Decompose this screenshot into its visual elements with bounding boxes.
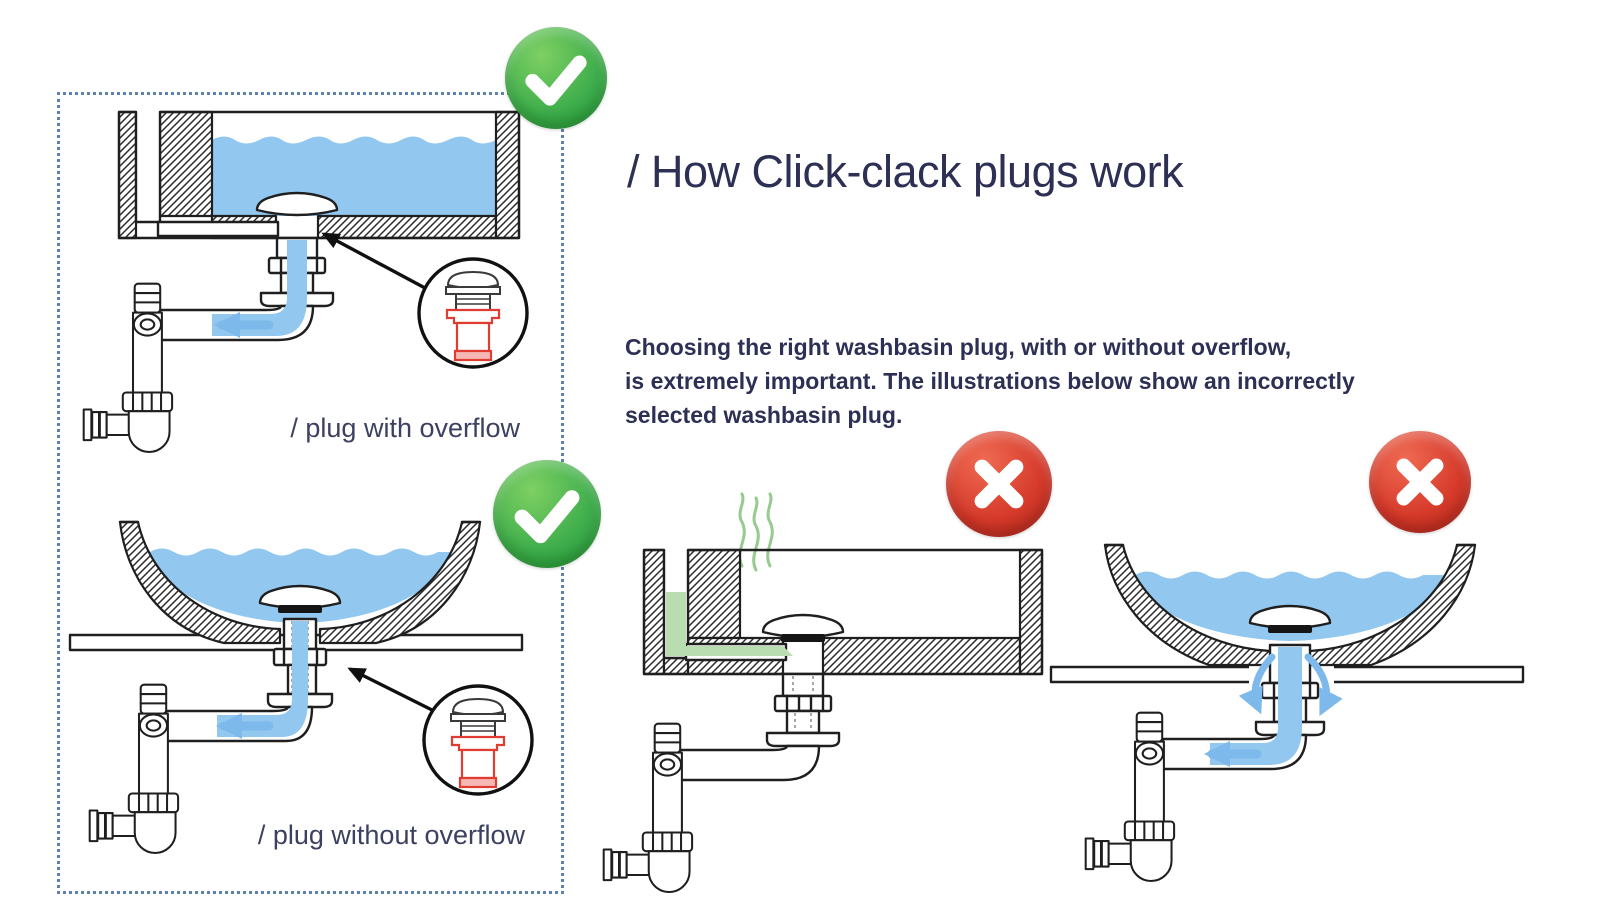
- leak-arrows: [1238, 653, 1343, 717]
- magnifier-detail: [422, 684, 534, 796]
- pointer-arrow: [321, 232, 426, 290]
- figure-vessel-wrong-plug: [1049, 543, 1525, 883]
- intro-line: Choosing the right washbasin plug, with …: [625, 334, 1292, 360]
- intro-line: selected washbasin plug.: [625, 402, 903, 428]
- figure-basin-wrong-plug: [602, 492, 1044, 894]
- magnifier-detail: [417, 257, 529, 369]
- click-clack-plug: [258, 584, 342, 613]
- sink-cross-section: [642, 548, 1044, 676]
- water-flow: [216, 621, 308, 739]
- check-icon: [525, 55, 587, 106]
- water-flow: [1204, 647, 1343, 767]
- correct-badge-2: [493, 460, 601, 568]
- click-clack-plug: [761, 613, 845, 642]
- check-icon: [514, 490, 580, 544]
- siphon-trap: [602, 722, 694, 894]
- cross-icon: [1396, 458, 1444, 506]
- odour-lines: [738, 492, 774, 572]
- figure-vessel-without-overflow: [68, 520, 534, 855]
- stagnant-water: [666, 592, 793, 656]
- sink-cross-section: [117, 110, 521, 240]
- intro-line: is extremely important. The illustration…: [625, 368, 1355, 394]
- figure-basin-with-overflow: [82, 110, 529, 454]
- error-badge-1: [946, 431, 1052, 537]
- water: [212, 136, 496, 216]
- plug-seal: [278, 605, 322, 613]
- error-badge-2: [1369, 431, 1471, 533]
- caption-plug-without-overflow: / plug without overflow: [257, 820, 525, 850]
- caption-plug-with-overflow: / plug with overflow: [290, 413, 520, 443]
- plug-seal: [781, 634, 825, 642]
- pointer-arrow: [347, 667, 435, 713]
- plug-seal: [1268, 625, 1312, 633]
- overflow-channel: [134, 112, 162, 224]
- water-flow: [212, 240, 307, 338]
- cross-icon: [974, 459, 1024, 509]
- page-title: / How Click-clack plugs work: [627, 146, 1184, 197]
- intro-paragraph: Choosing the right washbasin plug, with …: [625, 330, 1465, 432]
- click-clack-plug: [1248, 604, 1332, 633]
- correct-badge-1: [505, 27, 607, 129]
- drain-pipe: [678, 672, 841, 782]
- siphon-trap: [1084, 711, 1176, 883]
